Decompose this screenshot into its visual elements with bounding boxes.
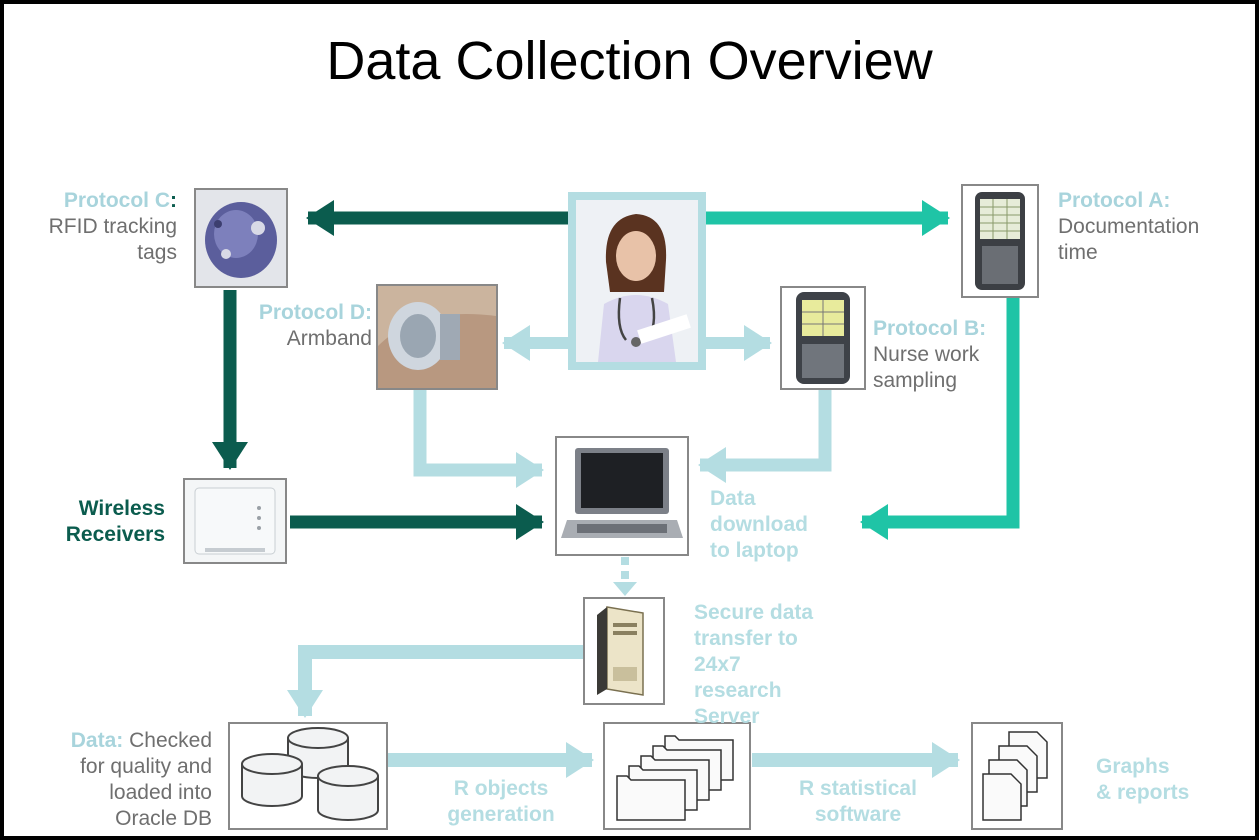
pda-a-photo bbox=[961, 184, 1039, 298]
data-check-line3: loaded into bbox=[109, 781, 212, 804]
folders-icon bbox=[616, 735, 734, 821]
protocol-a-line1: Documentation bbox=[1058, 215, 1200, 238]
protocol-a-heading: Protocol A: bbox=[1058, 189, 1171, 212]
secure-line1: Secure data bbox=[694, 601, 814, 624]
reports-photo bbox=[971, 722, 1063, 830]
secure-line4: research bbox=[694, 679, 782, 702]
data-check-heading: Data: bbox=[70, 729, 124, 752]
secure-line2: transfer to bbox=[694, 627, 798, 650]
download-line1: Data bbox=[710, 487, 756, 510]
server-photo bbox=[583, 597, 665, 705]
protocol-c-label: Protocol C: RFID tracking tags bbox=[49, 188, 177, 266]
reports-icon bbox=[982, 731, 1048, 821]
data-check-line2: for quality and bbox=[80, 755, 212, 778]
pda-a-icon bbox=[975, 192, 1025, 290]
data-check-line4: Oracle DB bbox=[115, 807, 212, 830]
secure-line5: Server bbox=[694, 705, 760, 728]
armband-icon bbox=[378, 286, 496, 388]
wireless-line1: Wireless bbox=[78, 497, 165, 520]
r-objects-line1: R objects bbox=[453, 777, 549, 800]
protocol-c-line1: RFID tracking bbox=[48, 215, 177, 238]
r-stat-line1: R statistical bbox=[799, 777, 917, 800]
wireless-line2: Receivers bbox=[65, 523, 165, 546]
wireless-receiver-icon bbox=[194, 487, 276, 555]
r-objects-line2: generation bbox=[447, 803, 555, 826]
protocol-d-label: Protocol D: Armband bbox=[259, 300, 372, 352]
r-stat-line2: software bbox=[814, 803, 902, 826]
laptop-icon bbox=[561, 448, 683, 538]
arrow-pda-a-to-laptop bbox=[860, 296, 1020, 540]
nurse-photo bbox=[568, 192, 706, 370]
wireless-receiver-photo bbox=[183, 478, 287, 564]
wireless-receivers-label: Wireless Receivers bbox=[66, 496, 165, 548]
server-icon bbox=[597, 606, 644, 696]
data-check-line1: Checked bbox=[123, 729, 212, 752]
protocol-b-line2: sampling bbox=[873, 369, 958, 392]
r-objects-label: R objects generation bbox=[426, 776, 576, 828]
graphs-reports-label: Graphs & reports bbox=[1096, 754, 1189, 806]
protocol-a-label: Protocol A: Documentation time bbox=[1058, 188, 1199, 266]
data-check-label: Data: Checked for quality and loaded int… bbox=[71, 728, 212, 832]
protocol-c-heading: Protocol C bbox=[63, 189, 170, 212]
database-photo bbox=[228, 722, 388, 830]
protocol-c-colon: : bbox=[170, 189, 177, 212]
download-line2: download bbox=[710, 513, 808, 536]
arrow-server-to-db bbox=[287, 645, 583, 718]
rfid-tag-photo bbox=[194, 188, 288, 288]
protocol-b-line1: Nurse work bbox=[873, 343, 980, 366]
data-download-label: Data download to laptop bbox=[710, 486, 808, 564]
pda-b-photo bbox=[780, 286, 866, 390]
graphs-line1: Graphs bbox=[1096, 755, 1170, 778]
secure-line3: 24x7 bbox=[694, 653, 741, 676]
nurse-illustration bbox=[576, 200, 698, 362]
protocol-d-heading: Protocol D: bbox=[258, 301, 372, 324]
folders-photo bbox=[603, 722, 751, 830]
armband-photo bbox=[376, 284, 498, 390]
secure-transfer-label: Secure data transfer to 24x7 research Se… bbox=[694, 600, 813, 730]
download-line3: to laptop bbox=[710, 539, 799, 562]
rfid-tag-icon bbox=[205, 202, 277, 278]
laptop-photo bbox=[555, 436, 689, 556]
protocol-a-line2: time bbox=[1058, 241, 1098, 264]
protocol-c-line2: tags bbox=[137, 241, 177, 264]
arrow-armband-to-laptop bbox=[413, 390, 544, 488]
graphs-line2: & reports bbox=[1096, 781, 1190, 804]
page-title: Data Collection Overview bbox=[326, 31, 933, 91]
protocol-d-line1: Armband bbox=[286, 327, 372, 350]
protocol-b-label: Protocol B: Nurse work sampling bbox=[873, 316, 986, 394]
r-statistical-label: R statistical software bbox=[783, 776, 933, 828]
pda-b-icon bbox=[796, 292, 850, 384]
arrow-pda-b-to-laptop bbox=[698, 390, 832, 483]
protocol-b-heading: Protocol B: bbox=[873, 317, 987, 340]
database-icon bbox=[241, 727, 379, 821]
